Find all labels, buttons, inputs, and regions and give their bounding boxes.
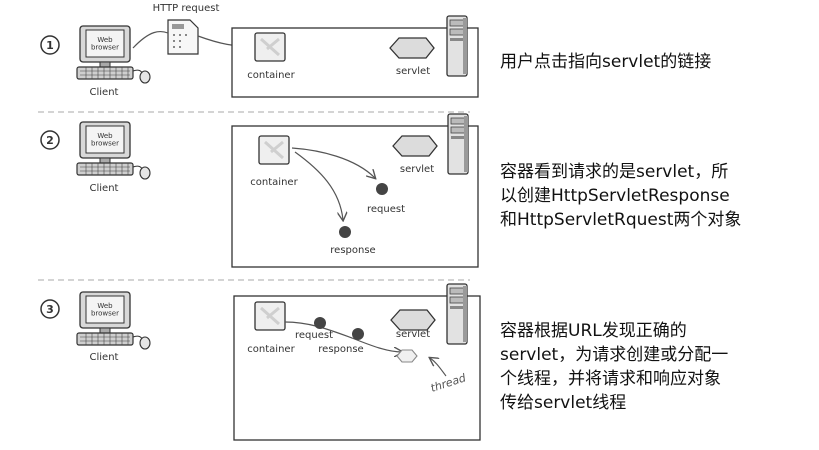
container-icon	[253, 31, 287, 63]
request-object-dot	[376, 183, 388, 195]
thread-pointer-arrow	[430, 358, 447, 377]
http-request-document-icon	[167, 19, 199, 55]
client-label: Client	[90, 87, 119, 98]
container-label: container	[247, 70, 295, 81]
client-label: Client	[90, 352, 119, 363]
step-number-badge: 1	[40, 35, 60, 55]
servlet-label: servlet	[400, 164, 434, 175]
server-tower-icon	[446, 283, 468, 345]
response-object-dot	[352, 328, 364, 340]
svg-text:1: 1	[46, 39, 54, 52]
create-request-arrow	[291, 147, 375, 178]
svg-text:2: 2	[46, 134, 54, 147]
servlet-label: servlet	[396, 329, 430, 340]
step-1-caption: 用户点击指向servlet的链接	[500, 52, 712, 72]
response-label: response	[318, 344, 363, 355]
servlet-label: servlet	[396, 66, 430, 77]
response-object-dot	[339, 226, 351, 238]
request-label: request	[367, 204, 405, 215]
http-request-arrow	[132, 30, 169, 49]
client-label: Client	[90, 183, 119, 194]
servlet-icon	[389, 37, 435, 59]
container-label: container	[250, 177, 298, 188]
create-response-arrow	[294, 151, 343, 220]
request-label: request	[295, 330, 333, 341]
svg-text:3: 3	[46, 303, 54, 316]
step-2-caption: 容器看到请求的是servlet，所 以创建HttpServletResponse…	[500, 162, 742, 230]
step-number-badge: 2	[40, 130, 60, 150]
container-icon	[257, 134, 291, 166]
container-label: container	[247, 344, 295, 355]
servlet-icon	[390, 309, 436, 331]
container-icon	[253, 300, 287, 332]
thread-icon	[396, 349, 418, 363]
server-tower-icon	[446, 15, 468, 77]
server-tower-icon	[447, 113, 469, 175]
http-request-label: HTTP request	[153, 3, 220, 14]
step-number-badge: 3	[40, 299, 60, 319]
dispatch-arrow	[284, 321, 402, 352]
step-3-caption: 容器根据URL发现正确的 servlet，为请求创建或分配一 个线程，并将请求和…	[500, 321, 729, 413]
request-object-dot	[314, 317, 326, 329]
response-label: response	[330, 245, 375, 256]
servlet-icon	[392, 135, 438, 157]
server-box	[231, 27, 479, 98]
